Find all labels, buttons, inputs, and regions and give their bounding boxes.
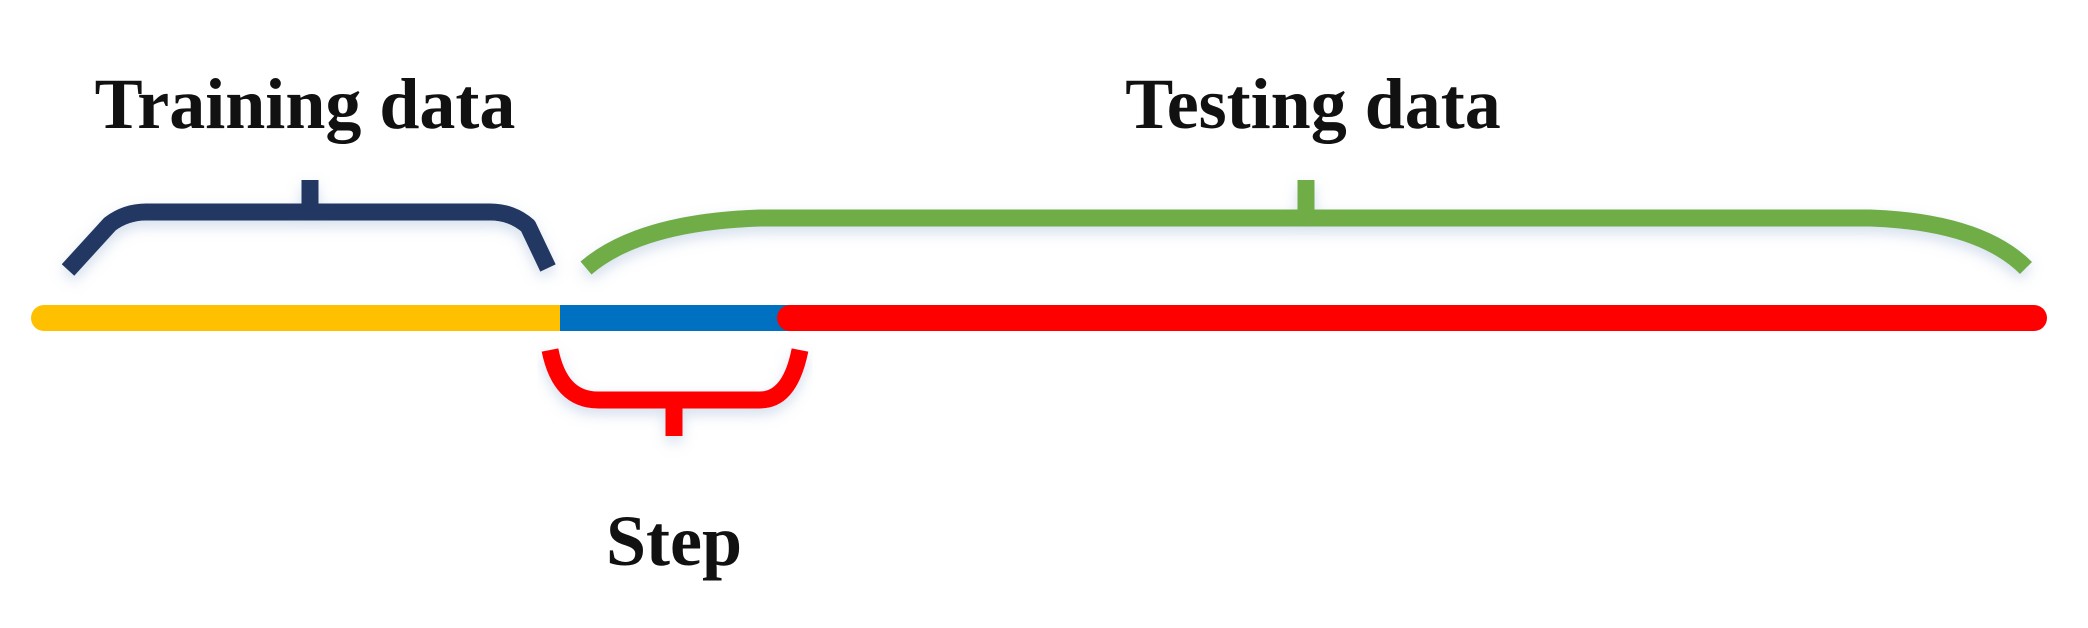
step-label: Step <box>606 501 742 581</box>
training-brace <box>61 180 556 276</box>
testing-brace <box>580 180 2033 275</box>
training-data-label: Training data <box>95 64 516 144</box>
testing-data-label: Testing data <box>1125 64 1500 144</box>
step-brace <box>541 348 809 436</box>
